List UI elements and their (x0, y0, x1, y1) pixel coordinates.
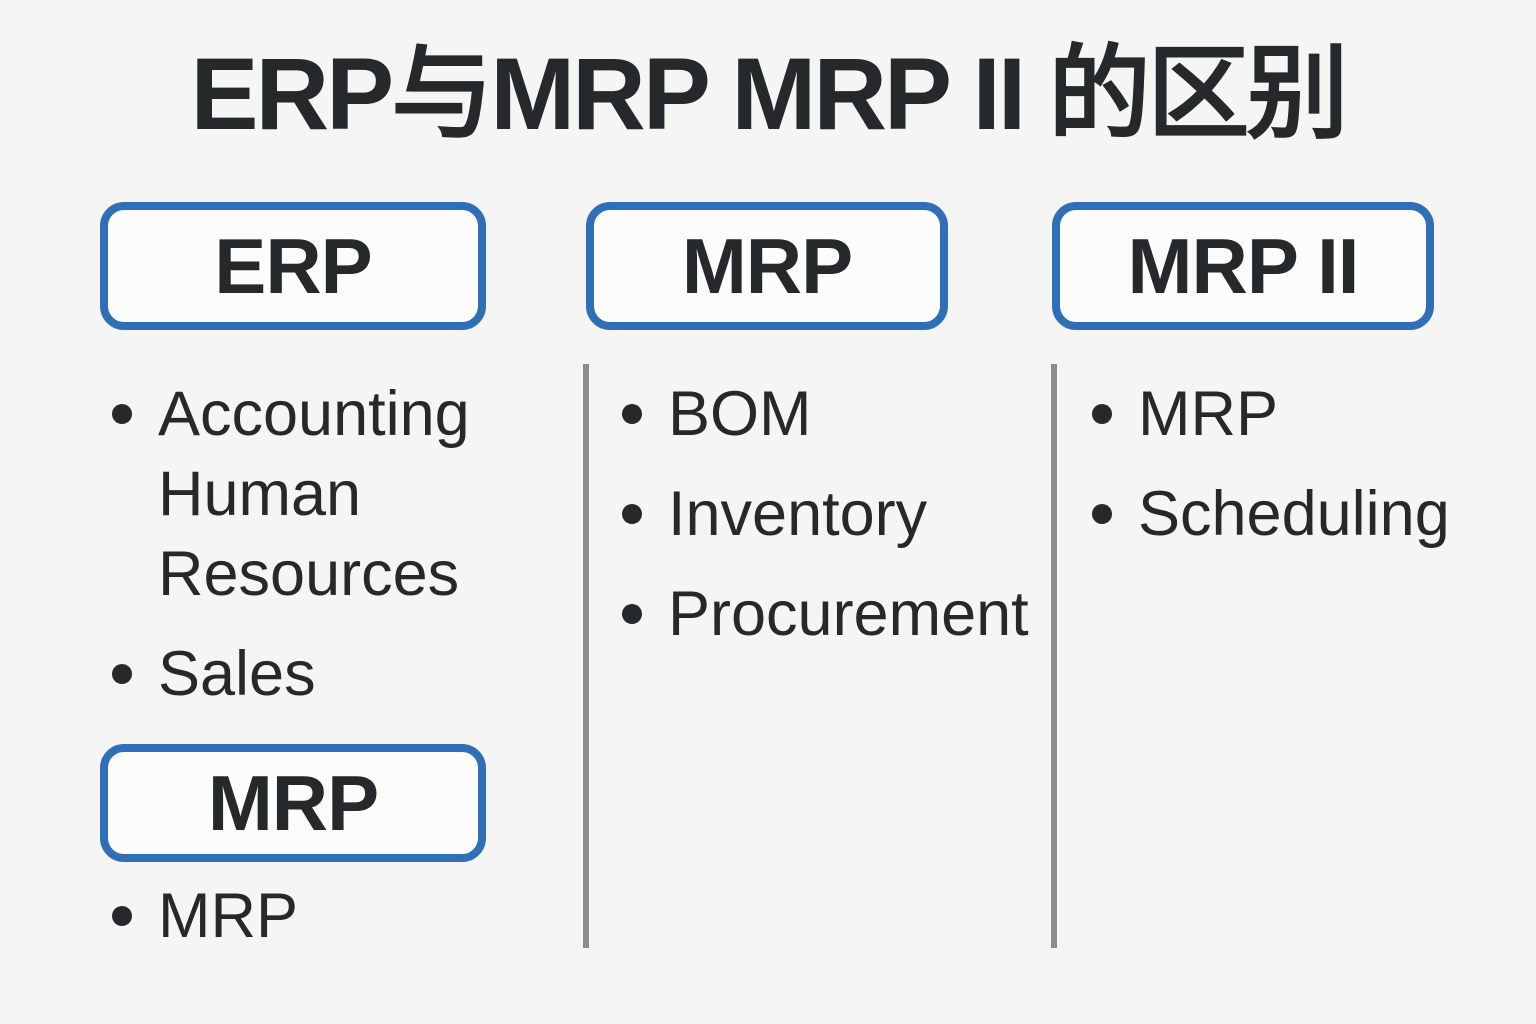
box-mrp-nested: MRP (100, 744, 486, 862)
bullet-dot (112, 906, 132, 926)
list-item-label: BOM (668, 379, 812, 449)
mrp-feature-list: BOM Inventory Procurement (622, 374, 1046, 674)
list-item: MRP (1092, 374, 1516, 454)
box-erp-label: ERP (214, 221, 372, 310)
mrp-ii-feature-list: MRP Scheduling (1092, 374, 1516, 574)
list-item: Sales (112, 634, 482, 714)
box-mrp: MRP (586, 202, 948, 330)
box-mrp-label: MRP (681, 221, 853, 310)
vertical-divider (583, 364, 589, 948)
box-mrp-ii-label: MRP II (1127, 221, 1360, 310)
bullet-dot (112, 404, 132, 424)
bullet-dot (1092, 504, 1112, 524)
box-mrp-ii: MRP II (1052, 202, 1434, 330)
bullet-dot (112, 664, 132, 684)
list-item: Inventory (622, 474, 1046, 554)
page-title: ERP与MRP MRP II 的区别 (190, 37, 1348, 151)
list-item: Scheduling (1092, 474, 1516, 554)
list-item-label: Inventory (668, 479, 928, 549)
list-item-label: Accounting Human Resources (158, 379, 470, 609)
bullet-dot (622, 404, 642, 424)
vertical-divider (1051, 364, 1057, 948)
list-item-label: Sales (158, 639, 316, 709)
list-item-label: Scheduling (1138, 479, 1450, 549)
list-item: Procurement (622, 574, 1046, 654)
list-item-label: MRP (1138, 379, 1278, 449)
erp-mrp-sub-list: MRP (112, 876, 482, 976)
box-erp: ERP (100, 202, 486, 330)
list-item: BOM (622, 374, 1046, 454)
list-item-label: MRP (158, 881, 298, 951)
box-mrp-nested-label: MRP (207, 758, 379, 847)
bullet-dot (622, 504, 642, 524)
erp-feature-list: Accounting Human Resources Sales (112, 374, 482, 734)
list-item-label: Procurement (668, 579, 1029, 649)
list-item: MRP (112, 876, 482, 956)
bullet-dot (622, 604, 642, 624)
bullet-dot (1092, 404, 1112, 424)
list-item: Accounting Human Resources (112, 374, 482, 614)
